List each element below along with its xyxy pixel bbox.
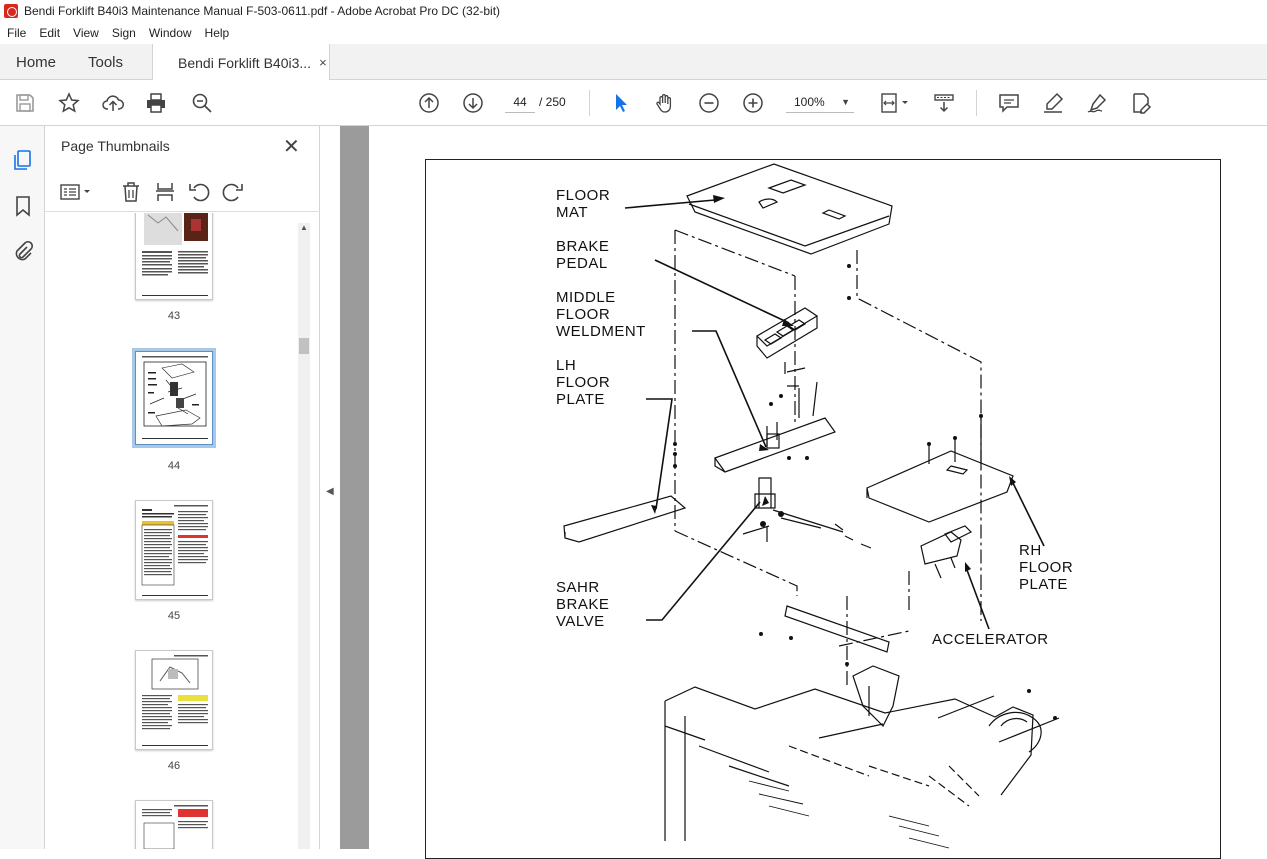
collapse-arrow-icon[interactable]: ◀ xyxy=(326,486,334,497)
next-page-icon[interactable] xyxy=(460,90,486,116)
label-floor-mat: FLOOR MAT xyxy=(556,187,611,221)
panel-toolbar xyxy=(45,174,320,212)
page-thumbnails-icon[interactable] xyxy=(11,148,35,172)
thumbnail-scrollbar[interactable]: ▲ xyxy=(298,223,310,849)
thumbnail-list: 43 44 xyxy=(45,213,305,849)
menu-file[interactable]: File xyxy=(7,26,27,40)
scrollbar-thumb[interactable] xyxy=(299,338,309,354)
thumbnail-options-icon[interactable] xyxy=(59,180,95,204)
hand-tool-icon[interactable] xyxy=(652,90,678,116)
title-bar: Bendi Forklift B40i3 Maintenance Manual … xyxy=(0,0,1267,22)
zoom-level-select[interactable]: 100% ▼ xyxy=(786,91,854,113)
bookmark-star-icon[interactable] xyxy=(56,90,82,116)
edit-pdf-icon[interactable] xyxy=(1128,90,1154,116)
label-middle-floor-weldment: MIDDLE FLOOR WELDMENT xyxy=(556,289,646,340)
label-lh-floor-plate: LH FLOOR PLATE xyxy=(556,357,611,408)
scroll-mode-icon[interactable] xyxy=(931,90,957,116)
tab-tools[interactable]: Tools xyxy=(88,53,124,71)
zoom-in-icon[interactable] xyxy=(740,90,766,116)
page-number-input[interactable]: 44 xyxy=(505,91,535,113)
menu-sign[interactable]: Sign xyxy=(111,26,136,40)
thumbnail-page-43[interactable] xyxy=(135,213,213,300)
thumbnail-page-47[interactable] xyxy=(135,800,213,849)
save-icon[interactable] xyxy=(12,90,38,116)
menu-window[interactable]: Window xyxy=(148,26,192,40)
thumbnail-page-46[interactable] xyxy=(135,650,213,750)
select-cursor-icon[interactable] xyxy=(608,90,634,116)
chevron-down-icon: ▼ xyxy=(841,97,850,107)
panel-title: Page Thumbnails xyxy=(61,138,170,154)
previous-page-icon[interactable] xyxy=(416,90,442,116)
bookmarks-icon[interactable] xyxy=(11,194,35,218)
acrobat-icon xyxy=(4,4,18,18)
upload-cloud-icon[interactable] xyxy=(100,90,126,116)
rotate-left-icon[interactable] xyxy=(187,180,211,204)
comment-icon[interactable] xyxy=(996,90,1022,116)
menu-view[interactable]: View xyxy=(73,26,99,40)
tab-document-label: Bendi Forklift B40i3... xyxy=(178,54,312,71)
extract-pages-icon[interactable] xyxy=(153,180,177,204)
panel-collapse-handle[interactable]: ◀ xyxy=(320,126,340,849)
delete-trash-icon[interactable] xyxy=(119,180,143,204)
page-thumbnails-panel: Page Thumbnails ✕ 43 xyxy=(45,126,320,849)
tab-bar: Home Tools Bendi Forklift B40i3... × xyxy=(0,44,1267,81)
zoom-search-icon[interactable] xyxy=(189,90,215,116)
zoom-level-value: 100% xyxy=(794,95,825,109)
attachments-paperclip-icon[interactable] xyxy=(11,240,35,264)
thumbnail-label: 43 xyxy=(167,310,181,322)
menu-bar: File Edit View Sign Window Help xyxy=(0,22,1267,44)
label-accelerator: ACCELERATOR xyxy=(932,631,1049,648)
thumbnail-page-44[interactable] xyxy=(132,348,216,448)
thumbnail-label: 44 xyxy=(167,460,181,472)
rotate-right-icon[interactable] xyxy=(221,180,245,204)
menu-help[interactable]: Help xyxy=(204,26,230,40)
panel-close-icon[interactable]: ✕ xyxy=(283,136,300,158)
window-title: Bendi Forklift B40i3 Maintenance Manual … xyxy=(24,4,501,18)
tab-home[interactable]: Home xyxy=(16,53,57,71)
toolbar xyxy=(0,80,1267,126)
toolbar-divider xyxy=(589,90,590,116)
toolbar-divider xyxy=(976,90,977,116)
zoom-out-icon[interactable] xyxy=(696,90,722,116)
label-rh-floor-plate: RH FLOOR PLATE xyxy=(1019,542,1074,593)
tab-document[interactable]: Bendi Forklift B40i3... × xyxy=(152,44,330,81)
pdf-page: FLOOR MAT BRAKE PEDAL MIDDLE FLOOR WELDM… xyxy=(369,126,1267,859)
tab-close-icon[interactable]: × xyxy=(319,55,327,70)
sign-pen-icon[interactable] xyxy=(1084,90,1110,116)
page-fit-icon[interactable] xyxy=(878,90,912,116)
scroll-up-icon[interactable]: ▲ xyxy=(300,223,308,232)
exploded-parts-diagram xyxy=(563,163,1060,849)
thumbnail-label: 45 xyxy=(167,610,181,622)
print-icon[interactable] xyxy=(143,90,169,116)
document-view[interactable]: FLOOR MAT BRAKE PEDAL MIDDLE FLOOR WELDM… xyxy=(340,126,1267,859)
navigation-rail xyxy=(0,126,45,849)
thumbnail-label: 46 xyxy=(167,760,181,772)
menu-edit[interactable]: Edit xyxy=(39,26,61,40)
highlight-pen-icon[interactable] xyxy=(1040,90,1066,116)
page-total: / 250 xyxy=(539,95,566,109)
label-brake-pedal: BRAKE PEDAL xyxy=(556,238,610,272)
label-sahr-brake-valve: SAHR BRAKE VALVE xyxy=(556,579,610,630)
thumbnail-page-45[interactable] xyxy=(135,500,213,600)
